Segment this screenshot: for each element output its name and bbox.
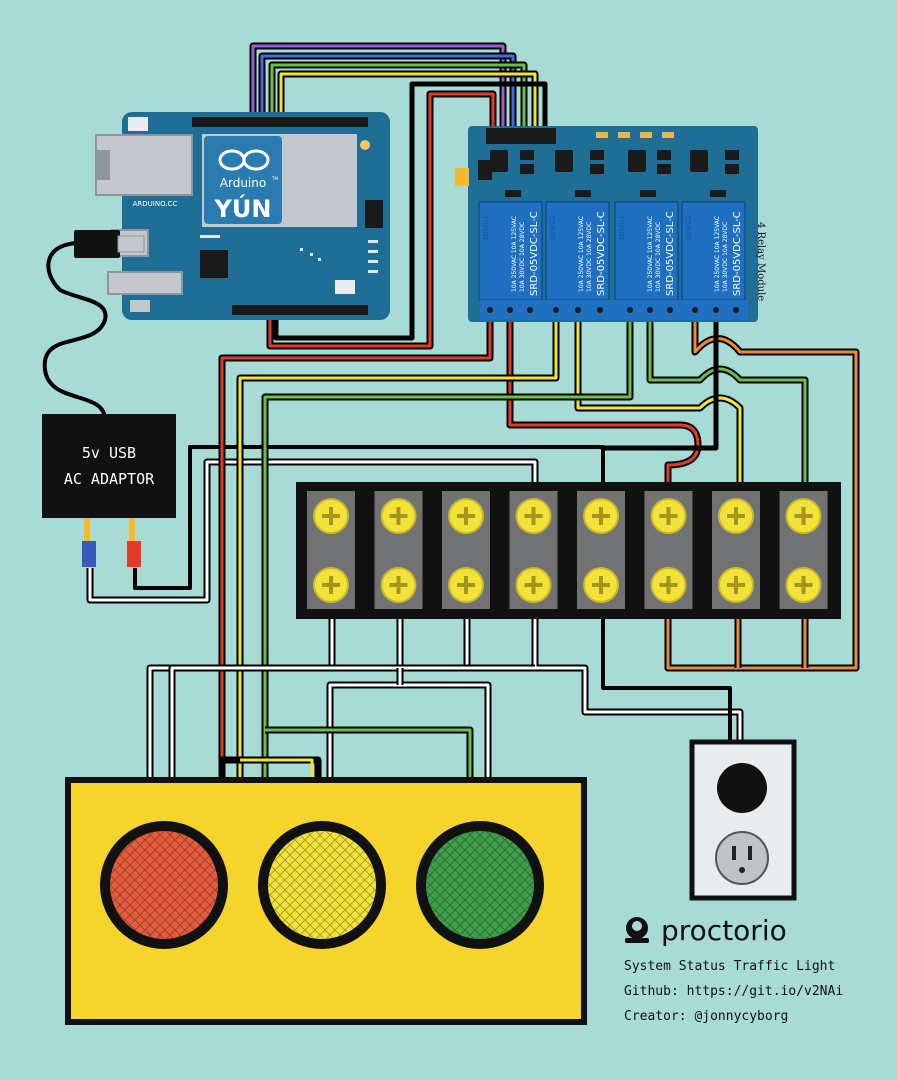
relay-module bbox=[455, 126, 758, 322]
adaptor-label-line1: 5v USB bbox=[82, 444, 136, 462]
arduino-yun-board bbox=[95, 112, 390, 320]
relay-4-rating: 10A 250VAC 10A 125VAC bbox=[714, 216, 721, 292]
screw-icon bbox=[718, 567, 754, 603]
screw-icon bbox=[448, 567, 484, 603]
relay-3-model: SRD-05VDC-SL-C bbox=[665, 211, 676, 296]
red-light bbox=[100, 821, 228, 949]
relay-4-rating2: 10A 30VDC 10A 28VDC bbox=[722, 222, 729, 292]
negative-terminal bbox=[82, 541, 96, 567]
green-light bbox=[416, 821, 544, 949]
relay-4-brand: SONGLE bbox=[686, 215, 693, 240]
proctorio-logo-icon bbox=[625, 917, 649, 943]
credits-github: Github: https://git.io/v2NAi bbox=[624, 984, 843, 999]
ethernet-port bbox=[95, 134, 193, 196]
screw-icon bbox=[718, 498, 754, 534]
relay-4 bbox=[681, 201, 746, 301]
relay-2-brand: SONGLE bbox=[550, 215, 557, 240]
outlet-icon bbox=[689, 739, 797, 901]
relay-1-rating2: 10A 30VDC 10A 28VDC bbox=[519, 222, 526, 292]
screw-icon bbox=[380, 498, 417, 534]
outlet-plug bbox=[717, 763, 767, 813]
screw-icon bbox=[313, 498, 349, 534]
relay-labels: 4 Relay Module SRD-05VDC-SL-C SRD-05VDC-… bbox=[483, 211, 766, 301]
yellow-light bbox=[258, 821, 386, 949]
relay-1-rating: 10A 250VAC 10A 125VAC bbox=[511, 216, 518, 292]
usb-a-port bbox=[107, 271, 183, 295]
relay-3-rating2: 10A 30VDC 10A 28VDC bbox=[655, 222, 662, 292]
relay-2-rating: 10A 250VAC 10A 125VAC bbox=[578, 216, 585, 292]
screw-icon bbox=[785, 498, 822, 534]
relay-1-model: SRD-05VDC-SL-C bbox=[529, 211, 540, 296]
usb-plug-icon bbox=[74, 230, 145, 258]
bottom-header bbox=[232, 305, 368, 315]
terminal-block bbox=[296, 482, 841, 619]
relay-2-rating2: 10A 30VDC 10A 28VDC bbox=[586, 222, 593, 292]
arduino-infinity-icon bbox=[218, 149, 270, 171]
signal-wires bbox=[249, 42, 548, 350]
arduino-site-text: ARDUINO.CC bbox=[133, 200, 178, 208]
board-labels: Arduino TM YÚN ARDUINO.CC bbox=[133, 176, 279, 223]
credits-creator: Creator: @jonnycyborg bbox=[624, 1009, 788, 1024]
usb-cable bbox=[42, 241, 108, 421]
relay-4-model: SRD-05VDC-SL-C bbox=[732, 211, 743, 296]
microcontroller-chip bbox=[200, 250, 228, 278]
arduino-logo-text: Arduino bbox=[220, 176, 266, 190]
relay-3-brand: SONGLE bbox=[619, 215, 626, 240]
relay-3-rating: 10A 250VAC 10A 125VAC bbox=[647, 216, 654, 292]
arduino-tm: TM bbox=[271, 176, 278, 181]
credits-title: System Status Traffic Light bbox=[624, 959, 835, 974]
proctorio-brand: proctorio bbox=[661, 914, 787, 947]
screw-icon bbox=[380, 567, 417, 603]
usb-ac-adaptor bbox=[42, 414, 176, 567]
screw-icon bbox=[515, 567, 552, 603]
screw-icon bbox=[650, 498, 687, 534]
relay-1 bbox=[478, 201, 543, 301]
screw-icon bbox=[515, 498, 552, 534]
adaptor-label-line2: AC ADAPTOR bbox=[64, 470, 155, 488]
positive-terminal bbox=[127, 541, 141, 567]
screw-icon bbox=[785, 567, 822, 603]
traffic-light bbox=[65, 777, 587, 1025]
screw-icon bbox=[448, 498, 484, 534]
relay-module-label: 4 Relay Module bbox=[755, 222, 766, 301]
screw-icon bbox=[583, 498, 619, 534]
arduino-model-text: YÚN bbox=[214, 193, 272, 223]
screw-icon bbox=[583, 567, 619, 603]
top-header bbox=[192, 117, 368, 127]
screw-icon bbox=[650, 567, 687, 603]
wlan-reset-button bbox=[335, 280, 355, 294]
wires bbox=[42, 42, 860, 780]
relay-1-brand: SONGLE bbox=[483, 215, 490, 240]
screw-icon bbox=[313, 567, 349, 603]
relay-2-model: SRD-05VDC-SL-C bbox=[596, 211, 607, 296]
relay-screw-terminals bbox=[480, 300, 748, 320]
reset-button bbox=[128, 117, 148, 131]
